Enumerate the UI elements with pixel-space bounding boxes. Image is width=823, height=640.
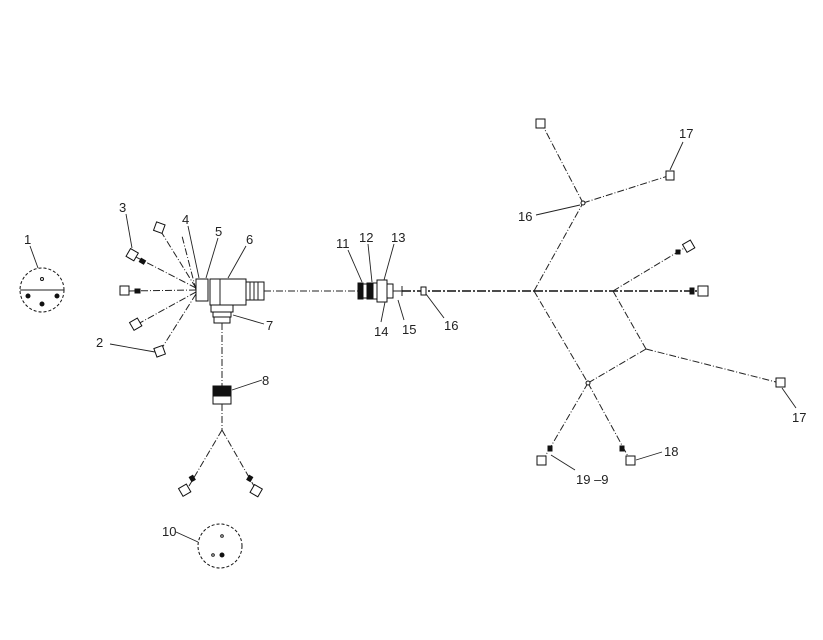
callout-15: 15 <box>402 322 416 337</box>
leader-6 <box>227 245 247 279</box>
callout-2: 2 <box>96 335 103 350</box>
callout-10: 10 <box>162 524 176 539</box>
main-trunk <box>264 279 709 303</box>
leader-18 <box>635 451 663 461</box>
callout-14: 14 <box>374 324 388 339</box>
callout-8: 8 <box>262 373 269 388</box>
leader-4 <box>187 225 200 279</box>
leader-11 <box>347 249 363 283</box>
leader-3 <box>125 213 133 249</box>
callout-1: 1 <box>24 232 31 247</box>
callout-3: 3 <box>119 200 126 215</box>
callout-13: 13 <box>391 230 405 245</box>
callout-4: 4 <box>182 212 189 227</box>
leader-15 <box>397 299 405 321</box>
callout-12: 12 <box>359 230 373 245</box>
leader-8 <box>231 379 263 391</box>
terminal-connectors-left <box>119 221 167 358</box>
leader-7 <box>232 314 265 325</box>
leader-17a <box>669 141 684 171</box>
leader-1 <box>29 245 39 269</box>
callout-17b: 17 <box>792 410 806 425</box>
callout-16b: 16 <box>444 318 458 333</box>
callout-16a: 16 <box>518 209 532 224</box>
right-lower-branch <box>533 290 636 466</box>
leader-12 <box>367 243 373 283</box>
leader-14 <box>380 301 386 323</box>
callout-18: 18 <box>664 444 678 459</box>
round-connector-1 <box>19 267 65 313</box>
right-mid-branches <box>587 239 786 388</box>
callout-5: 5 <box>215 224 222 239</box>
callout-17a: 17 <box>679 126 693 141</box>
callout-19: 19 –9 <box>576 472 609 487</box>
leader-17b <box>781 387 797 409</box>
callout-11: 11 <box>336 236 350 251</box>
round-connector-10 <box>197 523 243 569</box>
leader-10 <box>175 531 199 543</box>
leader-16a <box>535 204 581 216</box>
leader-19 <box>550 454 576 471</box>
leader-16b <box>425 293 445 319</box>
callout-7: 7 <box>266 318 273 333</box>
right-upper-branch <box>533 118 675 292</box>
callout-6: 6 <box>246 232 253 247</box>
lower-branch <box>177 323 264 498</box>
leader-13 <box>383 243 395 281</box>
leader-2 <box>109 343 156 353</box>
junction-block <box>195 278 265 324</box>
leader-5 <box>205 237 219 279</box>
